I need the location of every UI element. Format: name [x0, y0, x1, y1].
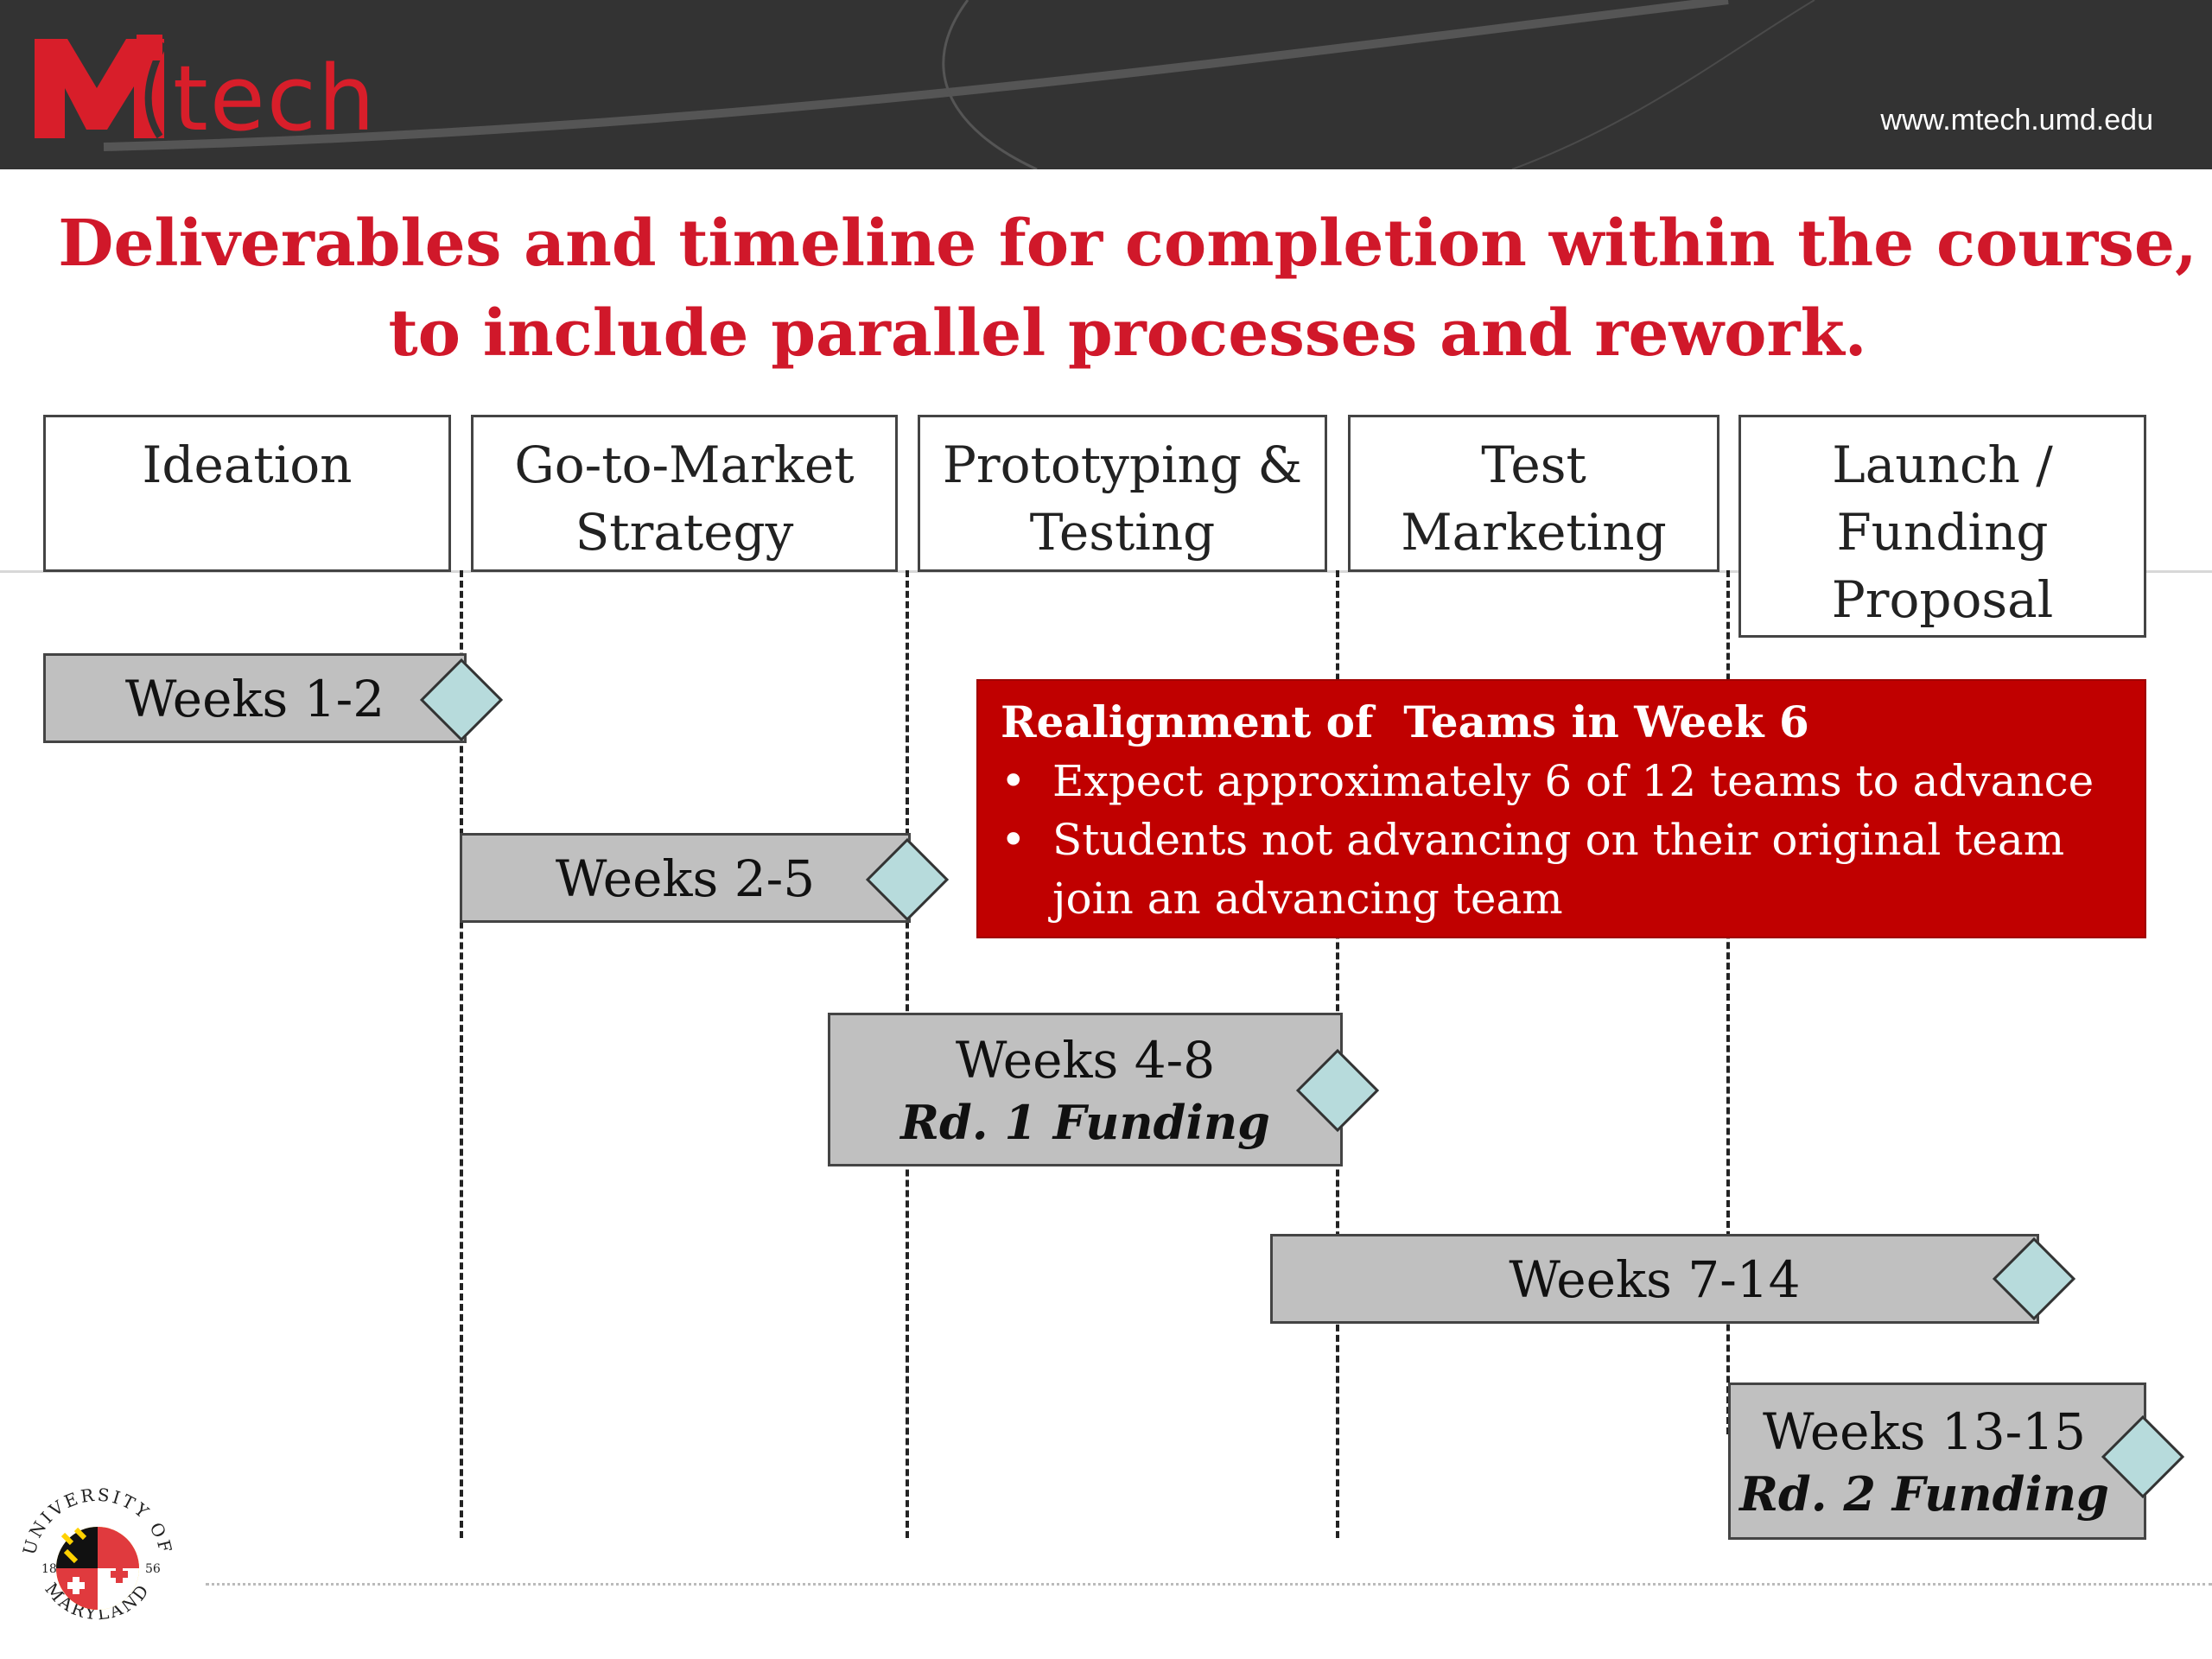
bar-label: Weeks 4-8	[955, 1031, 1216, 1090]
timeline-bar-weeks-4-8: Weeks 4-8 Rd. 1 Funding	[828, 1013, 1343, 1166]
phase-test-marketing: Test Marketing	[1348, 415, 1719, 572]
phase-divider-line	[1726, 570, 1730, 1434]
seal-year-left: 18	[41, 1562, 57, 1576]
bar-label: Weeks 2-5	[555, 849, 816, 908]
timeline-bar-weeks-1-2: Weeks 1-2	[43, 653, 467, 743]
mtech-logo[interactable]: tech	[35, 35, 375, 147]
slide-title: Deliverables and timeline for completion…	[0, 199, 2212, 378]
phase-label: Ideation	[142, 435, 353, 494]
timeline-bar-weeks-7-14: Weeks 7-14	[1270, 1234, 2039, 1324]
callout-bullet-text: Students not advancing on their original…	[1052, 815, 2065, 865]
logo-text: tech	[173, 46, 377, 151]
phase-launch-funding: Launch / Funding Proposal	[1738, 415, 2146, 638]
phase-label: Prototyping &	[942, 435, 1303, 494]
phase-label: Proposal	[1831, 570, 2054, 629]
phase-divider-line	[460, 570, 463, 1538]
header-banner: tech www.mtech.umd.edu	[0, 0, 2212, 169]
phase-label: Go-to-Market	[514, 435, 855, 494]
phase-label: Funding	[1836, 503, 2049, 562]
timeline-bar-weeks-13-15: Weeks 13-15 Rd. 2 Funding	[1728, 1382, 2146, 1540]
phase-label: Launch /	[1832, 435, 2053, 494]
callout-bullet: Students not advancing on their original…	[1001, 810, 2145, 928]
bar-label: Weeks 7-14	[1509, 1250, 1801, 1309]
callout-bullet-text: join an advancing team	[1052, 874, 1563, 924]
phase-label: Testing	[1029, 503, 1216, 562]
realignment-callout: Realignment of Teams in Week 6 Expect ap…	[976, 679, 2146, 938]
seal-year-right: 56	[145, 1562, 161, 1576]
callout-bullet-list: Expect approximately 6 of 12 teams to ad…	[1001, 752, 2145, 928]
bar-sublabel: Rd. 1 Funding	[900, 1095, 1270, 1150]
slide-title-line-1: Deliverables and timeline for completion…	[58, 207, 2197, 281]
callout-title: Realignment of Teams in Week 6	[1001, 696, 1809, 747]
callout-bullet: Expect approximately 6 of 12 teams to ad…	[1001, 752, 2145, 810]
phase-go-to-market: Go-to-Market Strategy	[471, 415, 898, 572]
phase-label: Test	[1481, 435, 1586, 494]
phase-prototyping: Prototyping & Testing	[918, 415, 1327, 572]
bar-sublabel: Rd. 2 Funding	[1739, 1466, 2109, 1522]
bar-label: Weeks 13-15	[1762, 1402, 2087, 1461]
phase-label: Strategy	[575, 503, 794, 562]
mtech-m-mark-icon	[35, 35, 168, 139]
phase-ideation: Ideation	[43, 415, 451, 572]
university-of-maryland-seal-icon: UNIVERSITY OF MARYLAND 18 56	[19, 1484, 175, 1624]
timeline-bar-weeks-2-5: Weeks 2-5	[460, 833, 911, 923]
slide-title-line-2: to include parallel processes and rework…	[388, 296, 1867, 371]
phase-label: Marketing	[1401, 503, 1667, 562]
header-swoosh-decoration	[103, 0, 1815, 169]
bar-label: Weeks 1-2	[124, 670, 385, 728]
callout-bullet-text: Expect approximately 6 of 12 teams to ad…	[1052, 756, 2094, 806]
footer-dotted-rule	[206, 1583, 2212, 1586]
website-url[interactable]: www.mtech.umd.edu	[1880, 104, 2153, 137]
